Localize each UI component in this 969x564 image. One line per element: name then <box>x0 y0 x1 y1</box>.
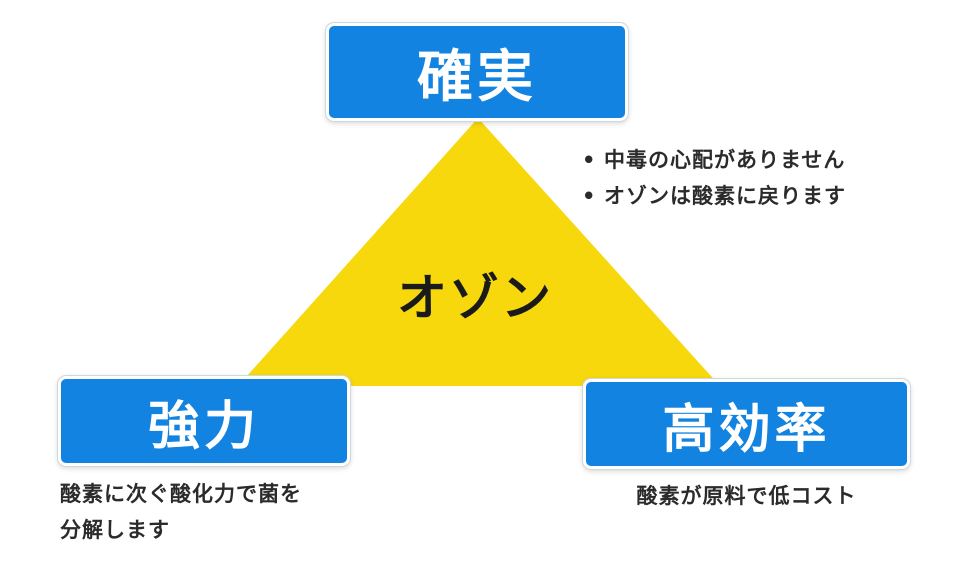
triangle-shape <box>238 118 720 386</box>
box-strong: 強力 <box>58 376 350 466</box>
strong-caption: 酸素に次ぐ酸化力で菌を 分解します <box>60 482 302 542</box>
certain-bullet-list: 中毒の心配がありません オゾンは酸素に戻ります <box>582 142 846 214</box>
efficient-caption: 酸素が原料で低コスト <box>636 484 857 508</box>
bullet-item: 中毒の心配がありません <box>582 142 846 178</box>
center-label-ozone: オゾン <box>397 269 553 327</box>
box-certain: 確実 <box>326 23 628 121</box>
bullet-item: オゾンは酸素に戻ります <box>582 178 846 214</box>
box-efficient: 高効率 <box>583 379 910 469</box>
